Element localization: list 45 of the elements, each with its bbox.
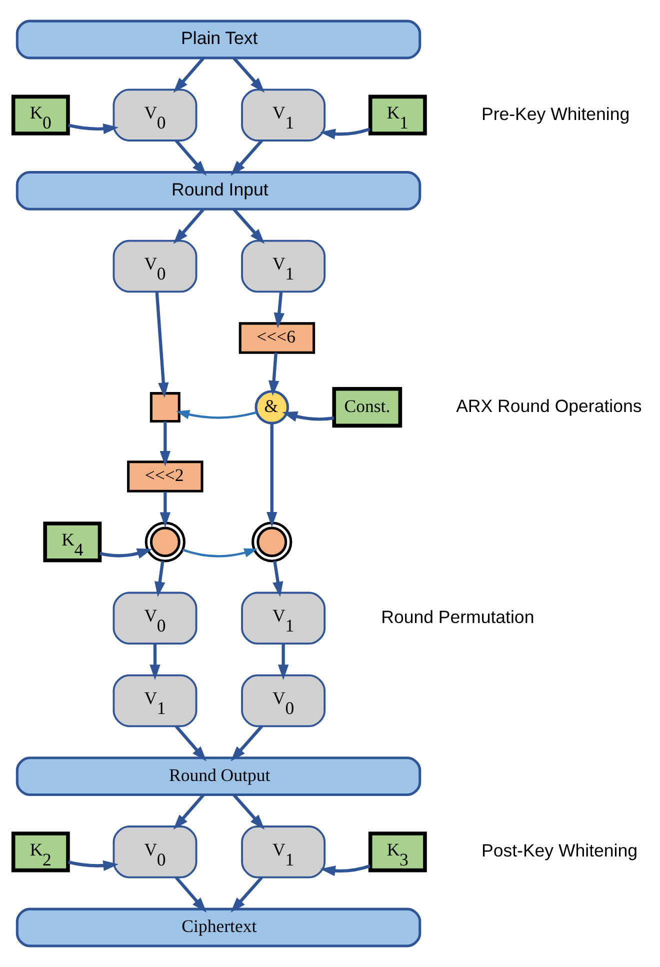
arrow [154, 560, 166, 597]
arrow [173, 208, 205, 244]
arrow [160, 492, 171, 528]
node-box: Round Output [16, 756, 422, 796]
node-box [150, 392, 180, 423]
arrow [100, 548, 152, 559]
label: ARX Round Operations [456, 396, 642, 416]
node-box: Plain Text [16, 20, 422, 60]
arrow [268, 352, 280, 396]
arrow [320, 128, 370, 140]
label: Post-Key Whitening [481, 840, 638, 861]
arrow [173, 57, 205, 93]
arrow [176, 410, 257, 420]
arrow [272, 560, 284, 597]
node-box: Const. [332, 386, 402, 428]
arrow [174, 140, 207, 176]
arrow [174, 725, 207, 762]
arrow [68, 124, 118, 134]
arrow [173, 794, 205, 830]
node-circle [144, 522, 186, 562]
node-box: <<<2 [127, 460, 204, 492]
node-box: <<<6 [238, 322, 316, 354]
arrow [230, 725, 263, 762]
arrow [232, 208, 265, 244]
node-circle [252, 522, 292, 562]
arrow [174, 876, 207, 913]
arrow [282, 411, 334, 422]
arrow [278, 644, 289, 680]
arrow [155, 292, 169, 398]
label: Pre-Key Whitening [481, 104, 630, 124]
arrow [160, 421, 171, 466]
arrow [68, 860, 118, 871]
arrow [182, 548, 258, 558]
arrow [232, 794, 265, 830]
arrow [320, 864, 370, 876]
arrow [230, 876, 263, 913]
arrow [266, 423, 278, 528]
arrow [232, 57, 265, 93]
arrow [230, 140, 263, 176]
label: Round Permutation [381, 606, 534, 627]
node-box: Round Input [16, 170, 422, 210]
arrow [150, 644, 160, 680]
node-circle: & [254, 390, 290, 424]
arrow [274, 292, 284, 328]
node-box: Ciphertext [16, 908, 422, 948]
